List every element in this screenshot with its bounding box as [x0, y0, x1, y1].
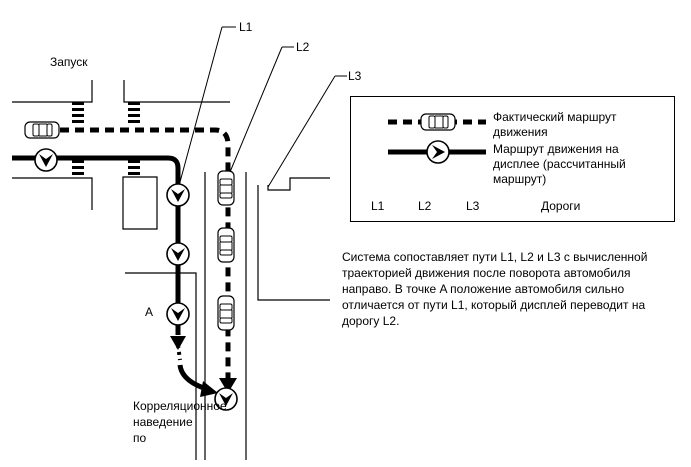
leader-l3	[267, 75, 347, 188]
actual-route-line	[30, 127, 231, 395]
median-block	[122, 176, 158, 230]
marker-1	[166, 183, 190, 207]
road-edge-lower-left	[125, 272, 197, 460]
road-edge-l3-left	[257, 185, 330, 301]
road-edge-top-right	[123, 80, 230, 103]
roads	[12, 80, 330, 460]
legend-l3: L3	[466, 199, 480, 213]
marker-start	[34, 148, 58, 172]
road-edge-l3-top	[267, 177, 330, 191]
crosswalks	[72, 102, 140, 175]
display-route-line	[12, 155, 181, 335]
legend-display-route: Маршрут движения на дисплее (рассчитанны…	[493, 142, 626, 186]
leader-l1	[179, 26, 236, 183]
legend-actual-route: Фактический маршрут движения	[493, 110, 617, 139]
car-position-2	[217, 227, 235, 263]
correction-arrowhead	[200, 381, 218, 397]
description-text: Система сопоставляет пути L1, L2 и L3 с …	[342, 250, 648, 328]
l2-label: L2	[296, 40, 310, 54]
car-position-1	[217, 170, 235, 206]
car-position-3	[217, 295, 235, 331]
l1-label: L1	[239, 20, 253, 34]
display-route-arrowhead	[170, 336, 186, 350]
marker-a	[166, 302, 190, 326]
start-label: Запуск	[50, 55, 88, 69]
road-edge-top-left	[12, 80, 93, 103]
legend-l2: L2	[418, 199, 432, 213]
legend-symbols	[388, 113, 486, 164]
marker-2	[166, 242, 190, 266]
legend-l1: L1	[371, 199, 385, 213]
correction-label: Корреляционное наведение по	[133, 399, 227, 445]
actual-route-arrowhead	[219, 378, 237, 393]
car-start	[24, 121, 60, 139]
point-a-label: A	[145, 305, 154, 319]
legend-box	[350, 96, 675, 222]
legend-roads: Дороги	[541, 199, 581, 213]
leader-lines	[179, 26, 347, 188]
leader-l2	[229, 46, 294, 173]
road-edge-bottom-left	[12, 177, 93, 210]
l3-label: L3	[348, 69, 362, 83]
